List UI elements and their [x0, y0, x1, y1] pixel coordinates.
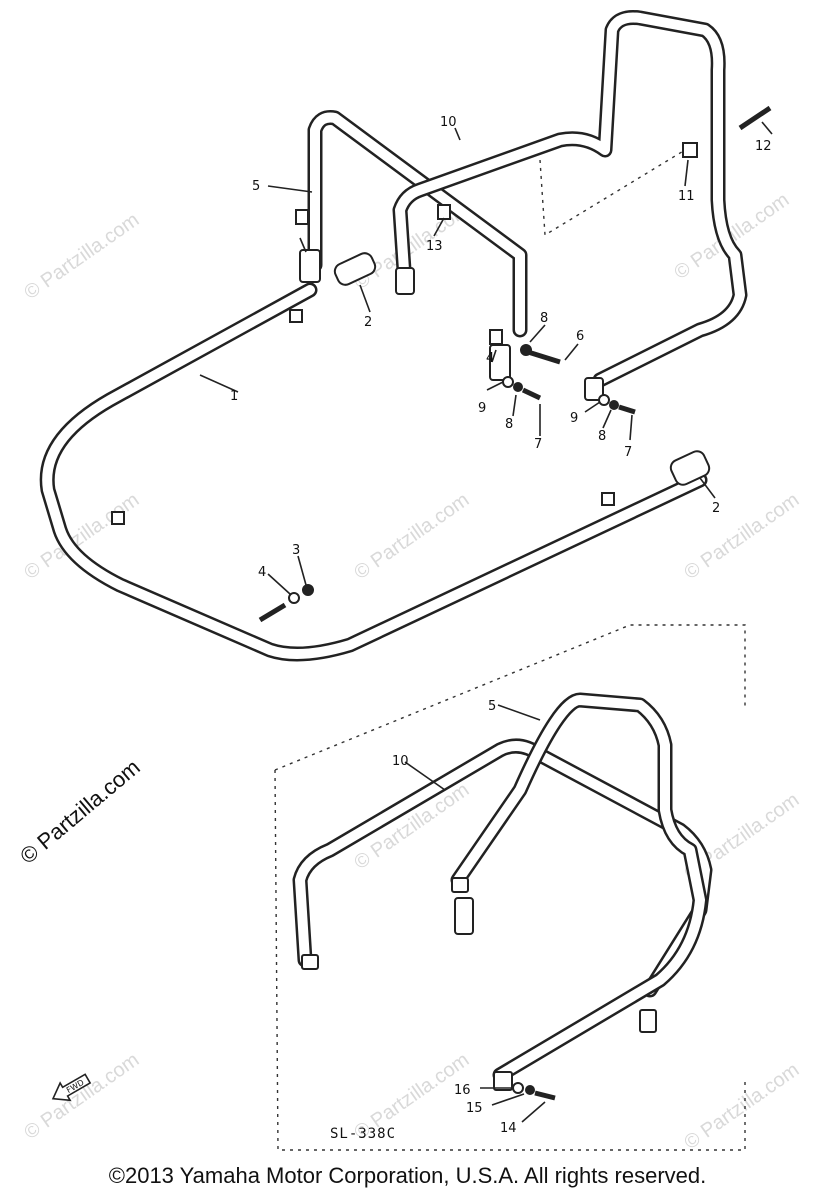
reference-line: [539, 149, 686, 237]
callout-1: 1: [230, 389, 238, 404]
sub-part-10-grab-bar: [292, 738, 713, 1033]
sub-assembly-frame: [274, 624, 746, 1151]
watermark: © Partzilla.com: [680, 489, 803, 584]
callout-4: 4: [258, 565, 266, 580]
callout-3: 3: [292, 543, 300, 558]
watermark: © Partzilla.com: [350, 489, 473, 584]
watermark: © Partzilla.com: [20, 1049, 143, 1144]
callout-8: 8: [505, 417, 513, 432]
callout-2: 2: [712, 501, 720, 516]
callout-14: 14: [500, 1121, 517, 1136]
callout-13: 13: [426, 239, 443, 254]
part-10-rear-grab-bar: [307, 10, 748, 388]
callout-11: 11: [678, 189, 695, 204]
callout-5: 5: [252, 179, 260, 194]
parts-diagram: © Partzilla.com © Partzilla.com © Partzi…: [15, 10, 803, 1154]
callouts-lower: 5 10 16 15 14 SL-338C: [330, 699, 517, 1142]
copyright-notice: ©2013 Yamaha Motor Corporation, U.S.A. A…: [108, 1163, 707, 1188]
callouts-upper: 5 10 12 11 13 2 1 8 6 4 9 8 7 9 8 7 2 4 …: [230, 115, 772, 580]
callout-8: 8: [598, 429, 606, 444]
callout-9: 9: [478, 401, 486, 416]
hardware: [258, 105, 772, 623]
part-2-joint: [333, 252, 711, 486]
callout-15: 15: [466, 1101, 483, 1116]
callout-6: 6: [576, 329, 584, 344]
callout-leaders: [199, 121, 773, 595]
watermark-main: © Partzilla.com: [15, 754, 145, 868]
callout-10: 10: [392, 754, 409, 769]
callout-16: 16: [454, 1083, 471, 1098]
sub-assembly-label: SL-338C: [330, 1126, 396, 1142]
callout-7: 7: [534, 437, 542, 452]
callout-8: 8: [540, 311, 548, 326]
mounting-brackets: [295, 204, 604, 401]
watermark: © Partzilla.com: [20, 209, 143, 304]
callout-7: 7: [624, 445, 632, 460]
sub-part-5-grab-bar: [450, 692, 708, 1091]
sub-hardware: [404, 704, 556, 1123]
callout-2: 2: [364, 315, 372, 330]
callout-5: 5: [488, 699, 496, 714]
watermark: © Partzilla.com: [680, 1059, 803, 1154]
callout-9: 9: [570, 411, 578, 426]
part-1-bumper-tube: [39, 282, 708, 662]
callout-12: 12: [755, 139, 772, 154]
callout-4: 4: [486, 351, 494, 366]
callout-10: 10: [440, 115, 457, 130]
